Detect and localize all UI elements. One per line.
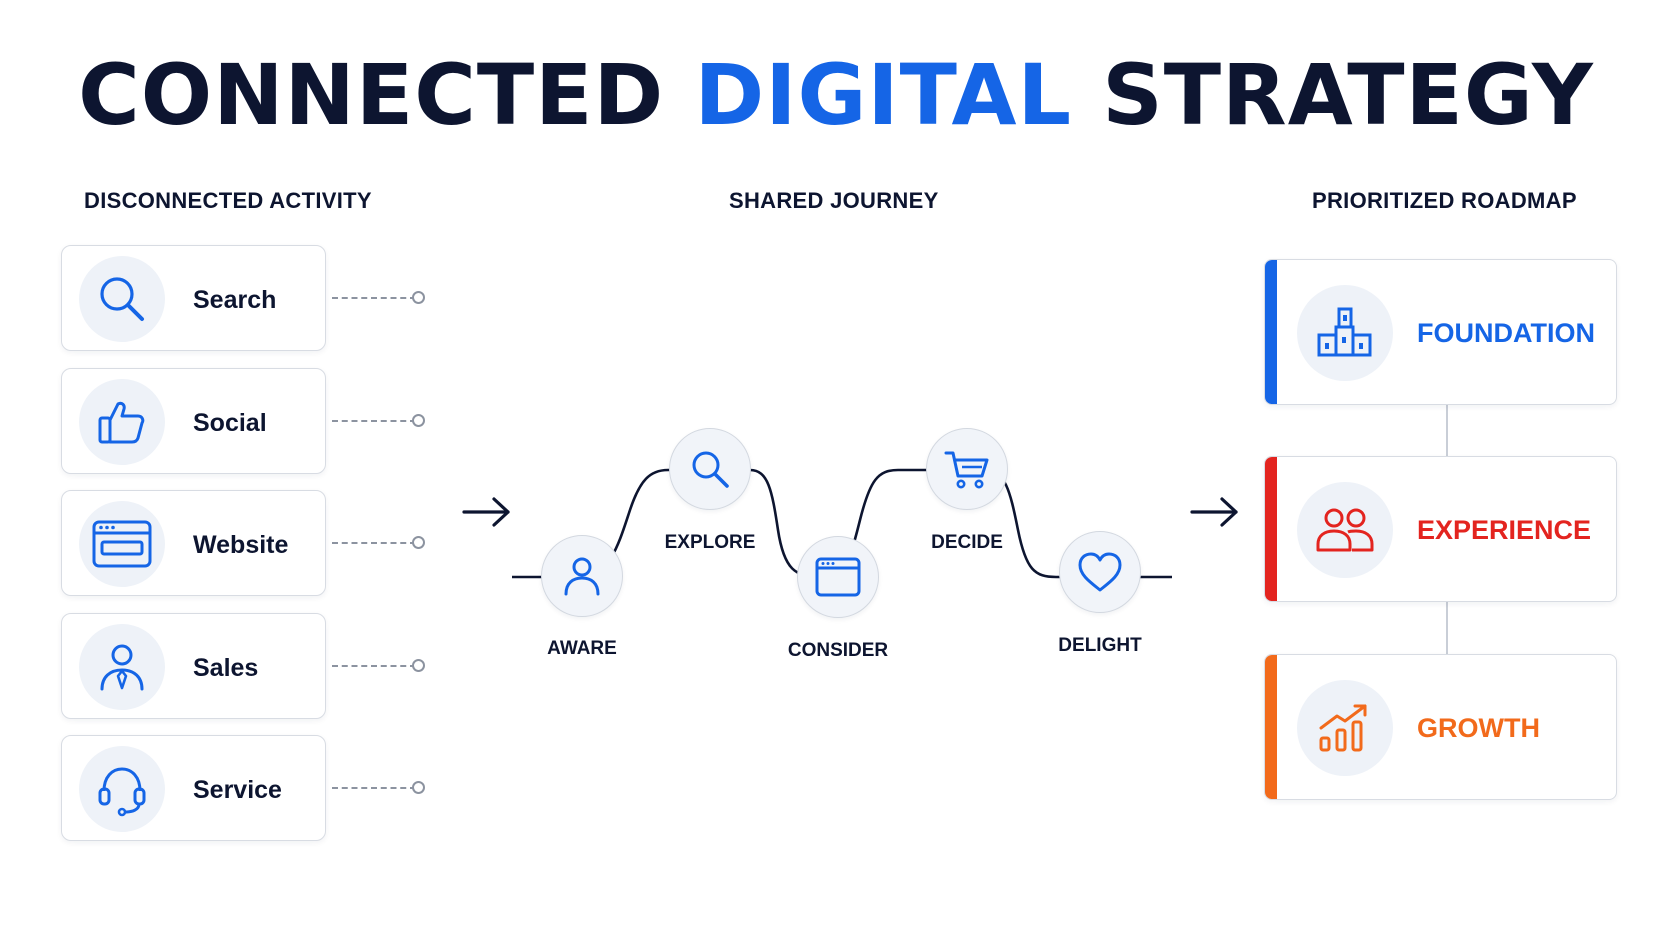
roadmap-card-experience: EXPERIENCE — [1264, 456, 1617, 602]
title-part-1: CONNECTED — [78, 46, 695, 144]
activity-label: Social — [193, 409, 267, 437]
connector-dash — [332, 420, 416, 422]
connector-endpoint — [412, 659, 425, 672]
blocks-icon — [1297, 285, 1393, 381]
heading-shared-journey: SHARED JOURNEY — [729, 188, 939, 213]
connector-endpoint — [412, 536, 425, 549]
activity-label: Sales — [193, 654, 259, 682]
roadmap-connector — [1446, 602, 1448, 654]
journey-label-consider: CONSIDER — [787, 640, 889, 661]
connector-endpoint — [412, 414, 425, 427]
journey-label-aware: AWARE — [547, 638, 617, 659]
heart-icon — [1078, 552, 1122, 592]
activity-label: Service — [193, 776, 282, 804]
journey-node-consider — [797, 536, 879, 618]
accent-bar — [1265, 457, 1277, 601]
activity-card-website: Website — [61, 490, 326, 596]
roadmap-connector — [1446, 404, 1448, 456]
search-icon — [79, 256, 165, 342]
roadmap-card-foundation: FOUNDATION — [1264, 259, 1617, 405]
users-icon — [1297, 482, 1393, 578]
roadmap-card-growth: GROWTH — [1264, 654, 1617, 800]
connector-dash — [332, 787, 416, 789]
activity-card-sales: Sales — [61, 613, 326, 719]
roadmap-label: FOUNDATION — [1417, 318, 1595, 348]
activity-card-search: Search — [61, 245, 326, 351]
growth-chart-icon — [1297, 680, 1393, 776]
journey-label-explore: EXPLORE — [664, 532, 756, 553]
page-title: CONNECTED DIGITAL STRATEGY — [0, 46, 1672, 144]
journey-label-delight: DELIGHT — [1058, 635, 1142, 656]
roadmap-label: EXPERIENCE — [1417, 515, 1592, 545]
activity-label: Website — [193, 531, 289, 559]
connector-dash — [332, 665, 416, 667]
journey-label-decide: DECIDE — [931, 532, 1003, 553]
title-accent: DIGITAL — [694, 46, 1072, 144]
activity-card-service: Service — [61, 735, 326, 841]
right-arrow-icon — [462, 497, 510, 527]
headset-icon — [79, 746, 165, 832]
title-part-3: STRATEGY — [1072, 46, 1594, 144]
accent-bar — [1265, 260, 1277, 404]
journey-node-explore — [669, 428, 751, 510]
activity-label: Search — [193, 286, 277, 314]
connector-endpoint — [412, 781, 425, 794]
browser-window-icon — [79, 501, 165, 587]
heading-disconnected-activity: DISCONNECTED ACTIVITY — [84, 188, 372, 213]
connector-endpoint — [412, 291, 425, 304]
journey-node-decide — [926, 428, 1008, 510]
journey-node-delight — [1059, 531, 1141, 613]
journey-node-aware — [541, 535, 623, 617]
heading-prioritized-roadmap: PRIORITIZED ROADMAP — [1312, 188, 1577, 213]
thumbs-up-icon — [79, 379, 165, 465]
connector-dash — [332, 542, 416, 544]
cart-icon — [944, 451, 989, 489]
accent-bar — [1265, 655, 1277, 799]
person-icon — [564, 557, 600, 596]
browser-window-icon — [815, 557, 861, 597]
roadmap-label: GROWTH — [1417, 713, 1540, 743]
activity-card-social: Social — [61, 368, 326, 474]
right-arrow-icon — [1190, 497, 1238, 527]
search-icon — [692, 451, 729, 488]
connector-dash — [332, 297, 416, 299]
person-tie-icon — [79, 624, 165, 710]
